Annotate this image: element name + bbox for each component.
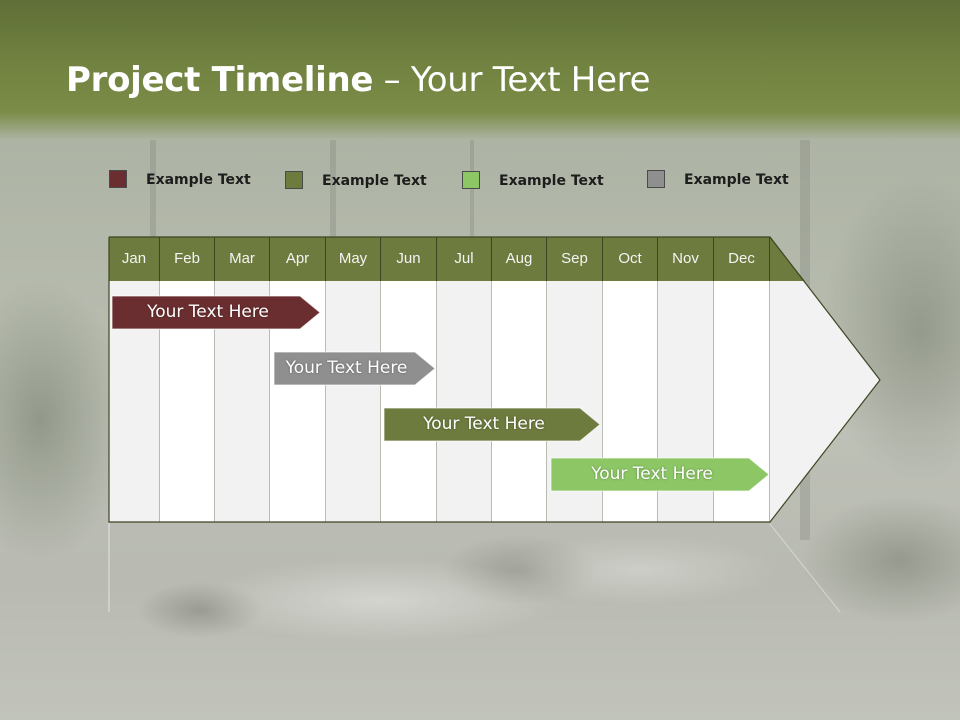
slide-title: Project Timeline – Your Text Here (66, 60, 651, 100)
legend-label: Example Text (322, 173, 427, 189)
task-label: Your Text Here (147, 302, 269, 322)
slide-title-rest: – Your Text Here (373, 60, 651, 100)
legend-swatch (285, 171, 303, 189)
month-column (492, 281, 547, 522)
task-arrow-shape (111, 295, 321, 330)
month-header-sep: Sep (547, 237, 603, 281)
task-label: Your Text Here (591, 464, 713, 484)
task-arrow-shape (273, 351, 436, 386)
task-arrow-shape (383, 407, 601, 442)
task-label: Your Text Here (423, 414, 545, 434)
header-band (0, 0, 960, 140)
month-header-oct: Oct (603, 237, 658, 281)
month-header-aug: Aug (492, 237, 547, 281)
legend-label: Example Text (684, 172, 789, 188)
month-header-apr: Apr (270, 237, 326, 281)
month-header-may: May (326, 237, 381, 281)
task-arrow[interactable]: Your Text Here (550, 457, 770, 492)
month-header-jul: Jul (437, 237, 492, 281)
task-label: Your Text Here (285, 358, 408, 378)
month-header-jan: Jan (109, 237, 160, 281)
task-arrow[interactable]: Your Text Here (111, 295, 321, 330)
month-header-mar: Mar (215, 237, 270, 281)
month-header-dec: Dec (714, 237, 770, 281)
legend-swatch (647, 170, 665, 188)
legend-swatch (109, 170, 127, 188)
legend-label: Example Text (146, 172, 251, 188)
month-column (381, 281, 437, 522)
month-header-jun: Jun (381, 237, 437, 281)
legend-label: Example Text (499, 173, 604, 189)
month-column (326, 281, 381, 522)
slide-title-bold: Project Timeline (66, 60, 374, 100)
month-header-nov: Nov (658, 237, 714, 281)
task-arrow[interactable]: Your Text Here (383, 407, 601, 442)
task-arrow-shape (550, 457, 770, 492)
legend-swatch (462, 171, 480, 189)
month-column (437, 281, 492, 522)
month-header-feb: Feb (160, 237, 215, 281)
task-arrow[interactable]: Your Text Here (273, 351, 436, 386)
